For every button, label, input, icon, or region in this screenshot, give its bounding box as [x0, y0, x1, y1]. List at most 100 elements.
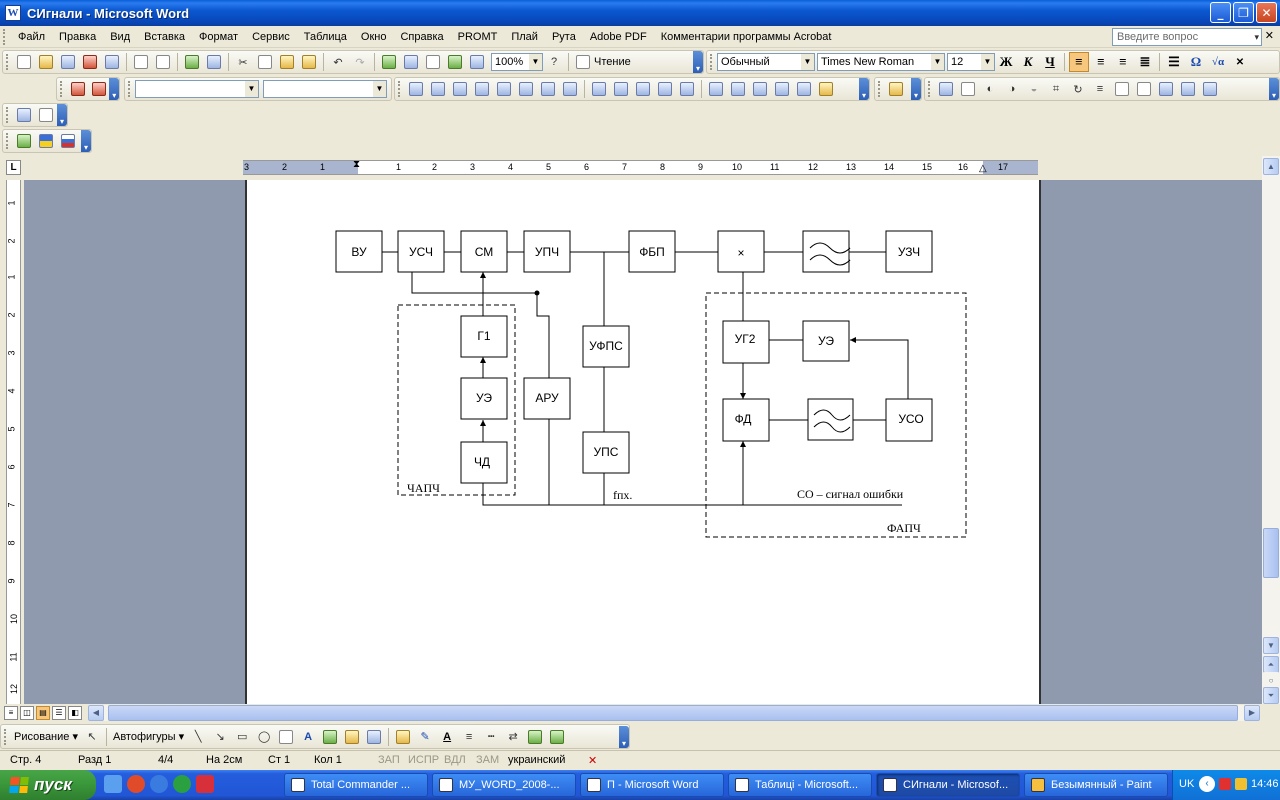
document-page[interactable]: ВУ УСЧ СМ УПЧ ФБП × УЗЧ Г1 УЭ ЧД АРУ УФП… [245, 180, 1041, 704]
wordart-icon[interactable]: A [304, 730, 313, 743]
compress-icon[interactable] [1113, 80, 1131, 98]
clipart-icon[interactable] [343, 728, 361, 746]
toolbar-combo-1[interactable]: ▼ [135, 80, 259, 98]
vertical-scrollbar[interactable]: ▲ ▼ ⏶ ○ ⏷ [1262, 156, 1280, 704]
new-document-icon[interactable] [15, 53, 33, 71]
close-button[interactable]: ✕ [1256, 2, 1277, 23]
italic-button[interactable]: К [1023, 54, 1033, 69]
menu-view[interactable]: Вид [110, 30, 131, 43]
ask-dropdown-icon[interactable]: ▾ [1254, 32, 1259, 42]
toolbar-grip[interactable] [398, 81, 402, 97]
insert-picture-icon[interactable] [937, 80, 955, 98]
tool-icon-1[interactable] [407, 80, 425, 98]
toolbar-options-chevron[interactable]: ▾ [859, 78, 869, 100]
block-diagram[interactable]: ВУ УСЧ СМ УПЧ ФБП × УЗЧ Г1 УЭ ЧД АРУ УФП… [247, 180, 1043, 704]
open-icon[interactable] [37, 53, 55, 71]
toolbar-options-chevron[interactable]: ▾ [911, 78, 921, 100]
menu-window[interactable]: Окно [360, 30, 387, 43]
tool-icon-9[interactable] [590, 80, 608, 98]
print-icon[interactable] [132, 53, 150, 71]
color-mode-icon[interactable] [959, 80, 977, 98]
redo-icon[interactable]: ↷ [355, 56, 365, 69]
arrow-style-icon[interactable]: ⇄ [508, 731, 518, 743]
right-indent-marker[interactable]: △ [979, 163, 987, 174]
help-icon[interactable]: ? [550, 56, 558, 68]
normal-view-icon[interactable]: ≡ [4, 706, 18, 720]
email-icon[interactable] [103, 53, 121, 71]
tool-icon-13[interactable] [678, 80, 696, 98]
bold-button[interactable]: Ж [999, 54, 1013, 69]
drawing-menu-button[interactable]: Рисование ▾ [14, 731, 78, 743]
toolbar-close-icon[interactable]: ✕ [1235, 56, 1245, 68]
task-mu-word[interactable]: МУ_WORD_2008-... [432, 773, 576, 797]
status-overtype[interactable]: ЗАМ [476, 754, 500, 766]
status-extend[interactable]: ВДЛ [444, 754, 466, 766]
color-icon[interactable] [887, 80, 905, 98]
next-page-icon[interactable]: ⏷ [1263, 687, 1279, 704]
align-left-icon[interactable]: ≡ [1069, 52, 1089, 72]
horizontal-scrollbar[interactable]: ◀ ▶ [88, 705, 1260, 721]
tool-icon-5[interactable] [495, 80, 513, 98]
document-map-icon[interactable] [468, 53, 486, 71]
ask-question-input[interactable]: Введите вопрос▾ [1112, 28, 1262, 46]
menu-tools[interactable]: Сервис [252, 30, 290, 43]
tool-icon-15[interactable] [729, 80, 747, 98]
tool-icon-16[interactable] [751, 80, 769, 98]
toolbar-options-chevron[interactable]: ▾ [619, 725, 629, 748]
horizontal-ruler[interactable]: 3 2 1 1 2 3 4 5 6 7 8 9 10 11 12 13 14 1… [243, 159, 1038, 175]
align-center-icon[interactable]: ≡ [1097, 54, 1105, 69]
task-tablytsi[interactable]: Таблиці - Microsoft... [728, 773, 872, 797]
menu-help[interactable]: Справка [400, 30, 444, 43]
menu-file[interactable]: Файл [18, 30, 46, 43]
web-view-icon[interactable]: ◫ [20, 706, 34, 720]
status-record[interactable]: ЗАП [378, 754, 400, 766]
keyboard-language[interactable]: UK [1179, 778, 1195, 790]
toolbar-grip[interactable] [928, 81, 932, 97]
dropdown-icon[interactable]: ▼ [245, 81, 258, 97]
media-player-icon[interactable] [173, 775, 191, 793]
text-wrap-icon[interactable] [1135, 80, 1153, 98]
document-close-icon[interactable]: ✕ [1264, 30, 1274, 42]
justify-icon[interactable]: ≣ [1139, 54, 1151, 69]
menu-grip[interactable] [3, 28, 11, 45]
toolbar-options-chevron[interactable]: ▾ [57, 104, 67, 126]
print-layout-icon[interactable]: ▤ [36, 706, 50, 720]
tool-icon-14[interactable] [707, 80, 725, 98]
3d-icon[interactable] [548, 728, 566, 746]
vertical-ruler[interactable]: 1 2 1 2 3 4 5 6 7 8 9 10 11 12 [6, 180, 21, 704]
toolbar-options-chevron[interactable]: ▾ [109, 78, 119, 100]
menu-promt[interactable]: PROMT [457, 30, 498, 43]
zoom-select[interactable]: 100%▼ [491, 53, 543, 71]
brightness-icon[interactable]: ◑ [1008, 83, 1016, 95]
cut-icon[interactable]: ✂ [238, 56, 248, 69]
menu-format[interactable]: Формат [199, 30, 239, 43]
tool-icon-17[interactable] [773, 80, 791, 98]
tables-borders-icon[interactable] [402, 53, 420, 71]
read-mode-button[interactable]: Чтение [594, 56, 631, 68]
toolbar-grip[interactable] [60, 81, 64, 97]
reset-picture-icon[interactable] [1201, 80, 1219, 98]
convert-pdf-icon[interactable] [69, 80, 86, 98]
copy-icon[interactable] [256, 53, 274, 71]
rectangle-icon[interactable]: ▭ [236, 731, 248, 743]
tool-icon-18[interactable] [795, 80, 813, 98]
menu-edit[interactable]: Правка [59, 30, 97, 43]
russia-flag-icon[interactable] [59, 132, 77, 150]
insert-table-icon[interactable] [424, 53, 442, 71]
task-signaly-word[interactable]: СИгнали - Microsof... [876, 773, 1020, 797]
quick-launch-icon[interactable] [104, 775, 122, 793]
spelling-icon[interactable] [183, 53, 201, 71]
format-painter-icon[interactable] [300, 53, 318, 71]
scroll-up-icon[interactable]: ▲ [1263, 158, 1279, 175]
underline-button[interactable]: Ч [1045, 54, 1055, 69]
arrow-icon[interactable]: ↘ [215, 731, 225, 743]
tool-icon-10[interactable] [612, 80, 630, 98]
toolbar-options-chevron[interactable]: ▾ [81, 130, 91, 152]
tray-expand-icon[interactable]: ‹ [1199, 776, 1215, 792]
task-p-word[interactable]: П - Microsoft Word [580, 773, 724, 797]
toolbar-grip[interactable] [6, 54, 10, 70]
font-dropdown-icon[interactable]: ▼ [931, 54, 944, 70]
tool-icon-3[interactable] [451, 80, 469, 98]
record-icon[interactable] [37, 106, 55, 124]
set-transparent-icon[interactable] [1179, 80, 1197, 98]
